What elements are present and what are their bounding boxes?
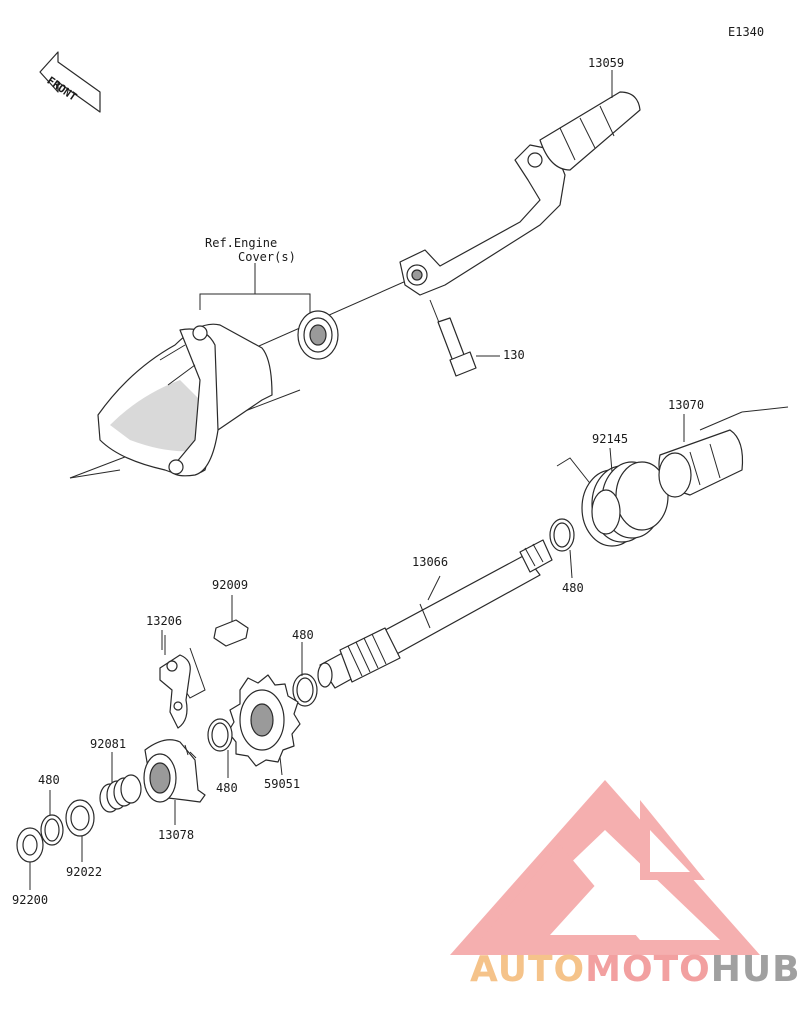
bolt-130-part <box>429 299 500 377</box>
part-label-92145: 92145 <box>592 432 629 446</box>
ratchet-13078-part <box>143 739 206 825</box>
bolt-92009-part <box>213 595 249 647</box>
part-label-480-shaft: 480 <box>292 628 314 642</box>
watermark-logo-icon <box>450 780 760 955</box>
part-label-13206: 13206 <box>146 614 183 628</box>
circlip-480-mid-part <box>207 718 233 778</box>
circlip-480-shaft-part <box>292 642 318 707</box>
part-label-92009: 92009 <box>212 578 249 592</box>
part-label-92022: 92022 <box>66 865 103 879</box>
spring-92145-part <box>556 457 669 547</box>
part-label-13059: 13059 <box>588 56 625 70</box>
spring-92081-part <box>99 752 142 813</box>
part-label-13066: 13066 <box>412 555 449 569</box>
part-label-130: 130 <box>503 348 525 362</box>
part-label-92081: 92081 <box>90 737 127 751</box>
ref-cover-label: Cover(s) <box>238 250 296 264</box>
washer-92022-part <box>65 799 95 862</box>
circlip-480-left-part <box>40 790 64 846</box>
diagram-code: E1340 <box>728 25 765 39</box>
engine-cover-part <box>97 323 273 477</box>
watermark-hub: HUB <box>710 949 800 990</box>
part-label-59051: 59051 <box>264 777 301 791</box>
part-label-480-upper: 480 <box>562 581 584 595</box>
oil-seal-part <box>297 310 339 360</box>
plate-13206-part <box>159 635 206 729</box>
part-label-13070: 13070 <box>668 398 705 412</box>
part-label-92200: 92200 <box>12 893 49 907</box>
part-label-480-left: 480 <box>38 773 60 787</box>
kick-lever-part <box>399 91 641 296</box>
watermark-auto: AUTO <box>470 949 586 990</box>
spring-guide-13070-part <box>658 429 744 498</box>
front-arrow-icon <box>39 51 101 113</box>
part-label-480-mid: 480 <box>216 781 238 795</box>
kick-shaft-13066-part <box>317 539 553 689</box>
circlip-480-upper-part <box>549 518 575 579</box>
watermark-moto: MOTO <box>585 949 711 990</box>
part-label-13078: 13078 <box>158 828 195 842</box>
washer-92200-part <box>16 827 44 890</box>
watermark-text: AUTOMOTOHUB <box>470 950 800 990</box>
kick-gear-59051-part <box>227 674 301 776</box>
ref-engine-label: Ref.Engine <box>205 236 278 250</box>
